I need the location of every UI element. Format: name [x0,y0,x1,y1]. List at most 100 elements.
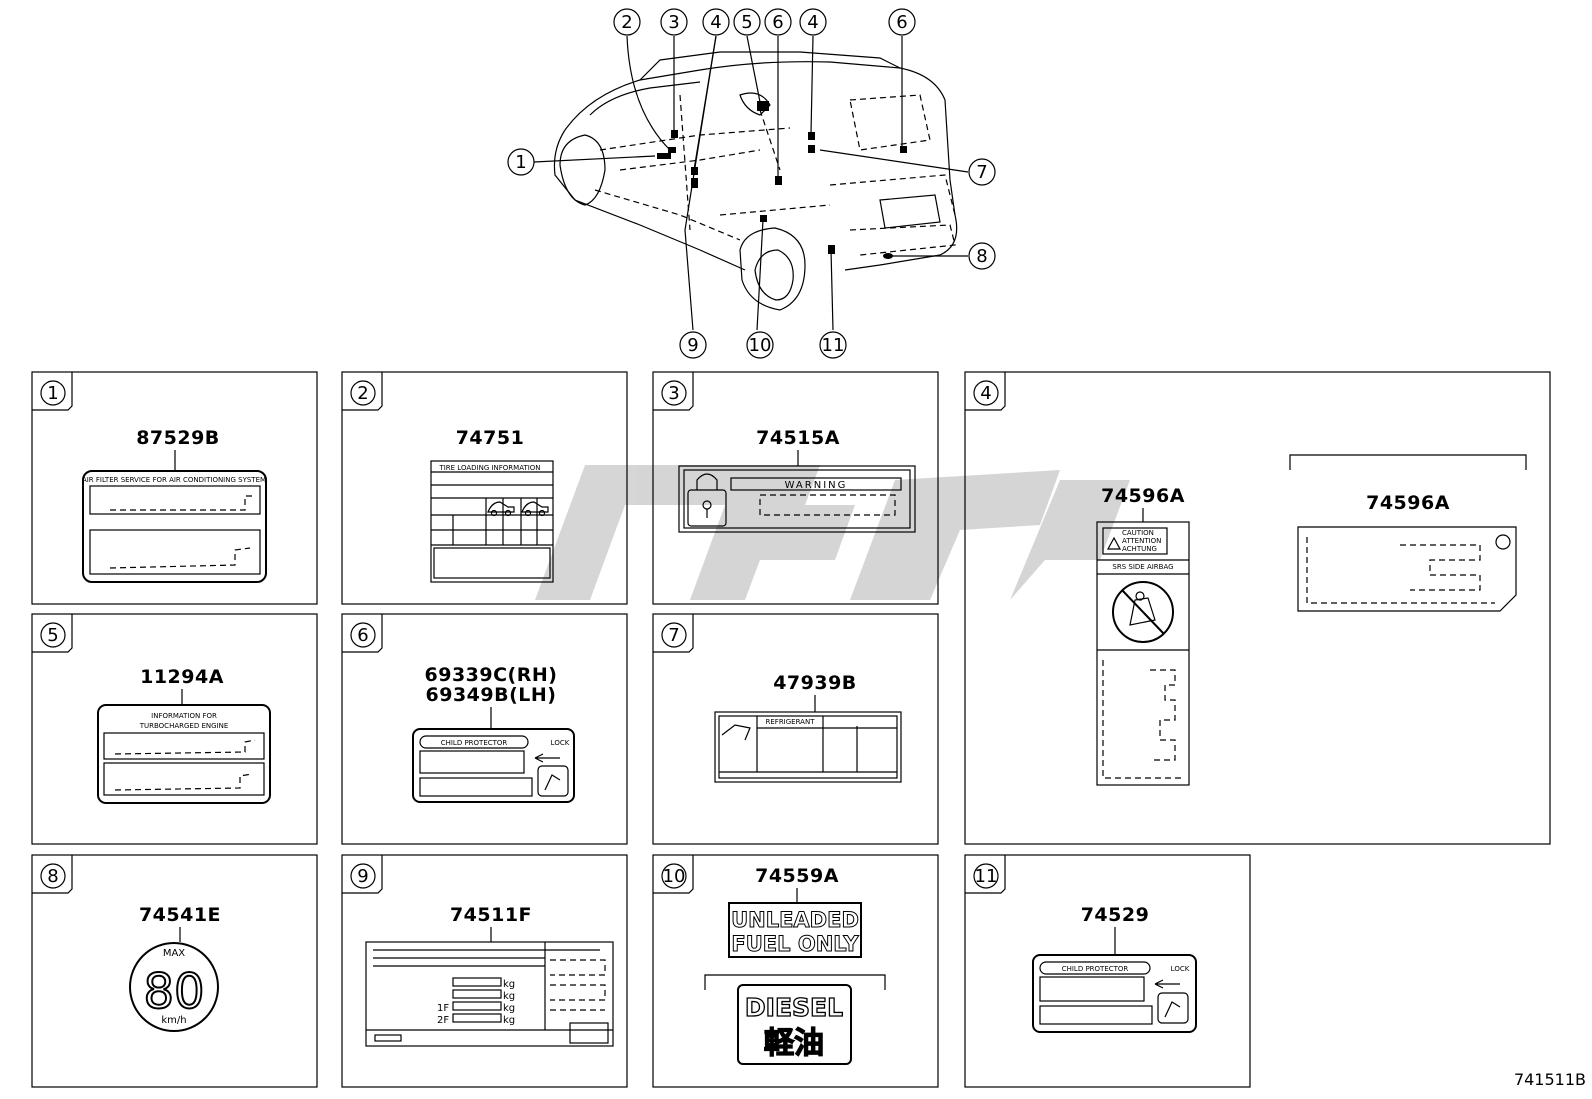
panel-11: 11 74529 CHILD PROTECTOR LOCK [964,854,1251,1088]
panel-number: 10 [663,866,686,887]
panel-7: 7 47939B REFRIGERANT [652,613,939,845]
panel-1: 1 87529B AIR FILTER SERVICE FOR AIR COND… [31,371,318,605]
panel-number: 6 [357,625,368,646]
panel-number: 8 [47,866,58,887]
callout-5: 5 [733,8,761,36]
callout-4b: 4 [799,8,827,36]
label-vehicle-weight: kg kg kg kg 1F 2F [365,941,614,1047]
label-refrigerant: REFRIGERANT [714,711,902,783]
label-unleaded-fuel: UNLEADED FUEL ONLY [728,902,862,958]
svg-text:軽油: 軽油 [764,1026,824,1061]
callout-10: 10 [746,331,774,359]
callout-label: 4 [807,12,818,33]
callout-label: 3 [668,12,679,33]
panel-number: 1 [47,383,58,404]
callout-label: 5 [741,12,752,33]
callout-label: 2 [621,12,632,33]
callout-label: 6 [772,12,783,33]
panel-8: 8 74541E MAX 80 km/h [31,854,318,1088]
svg-text:CHILD PROTECTOR: CHILD PROTECTOR [1062,965,1129,973]
svg-text:LOCK: LOCK [551,739,570,747]
panel-4: 4 74596A CAUTION ATTENTION ACHTUNG SRS S… [964,371,1551,845]
callout-label: 4 [710,12,721,33]
panel-number: 5 [47,625,58,646]
svg-text:WARNING: WARNING [785,480,848,491]
panel-6: 6 69339C(RH) 69349B(LH) CHILD PROTECTOR … [341,613,628,845]
callout-8: 8 [968,242,996,270]
panel-2: 2 74751 TIRE LOADING INFORMATION [341,371,628,605]
svg-text:REFRIGERANT: REFRIGERANT [766,718,816,726]
callout-label: 10 [749,335,772,356]
callout-2: 2 [613,8,641,36]
svg-text:kg: kg [503,1015,515,1026]
svg-text:2F: 2F [437,1015,449,1026]
part-number: 74596A [1101,485,1185,507]
panel-number: 3 [668,383,679,404]
callout-11: 11 [819,331,847,359]
callout-label: 8 [976,246,987,267]
svg-text:AIR FILTER SERVICE FOR AIR CON: AIR FILTER SERVICE FOR AIR CONDITIONING … [82,476,266,484]
label-diesel: DIESEL 軽油 [737,984,852,1065]
svg-text:LOCK: LOCK [1171,965,1190,973]
part-number: 69339C(RH) [425,664,558,686]
svg-text:kg: kg [503,1003,515,1014]
svg-text:DIESEL: DIESEL [745,993,843,1022]
panel-number: 7 [668,625,679,646]
panel-number: 11 [975,866,998,887]
svg-text:km/h: km/h [161,1015,186,1026]
svg-text:UNLEADED: UNLEADED [731,908,859,932]
callout-9: 9 [679,331,707,359]
svg-text:ATTENTION: ATTENTION [1122,537,1161,545]
label-child-protector: CHILD PROTECTOR LOCK [412,728,575,803]
label-max-speed: MAX 80 km/h [129,942,219,1032]
svg-text:FUEL ONLY: FUEL ONLY [731,932,859,956]
panel-10: 10 74559A UNLEADED FUEL ONLY DIESEL 軽油 [652,854,939,1088]
svg-text:1F: 1F [437,1003,449,1014]
part-number: 47939B [773,672,857,694]
callout-label: 7 [976,162,987,183]
svg-text:TIRE LOADING INFORMATION: TIRE LOADING INFORMATION [438,464,540,472]
svg-text:TURBOCHARGED ENGINE: TURBOCHARGED ENGINE [139,722,229,730]
diagram-reference-number: 741511B [1513,1070,1586,1089]
part-number: 74751 [456,427,525,449]
callout-label: 11 [822,335,845,356]
watermark-logo [535,465,1130,600]
label-turbo: INFORMATION FOR TURBOCHARGED ENGINE [97,704,271,804]
part-number: 11294A [140,666,224,688]
label-tire-info: TIRE LOADING INFORMATION [430,460,554,583]
callout-7: 7 [968,158,996,186]
part-number: 69349B(LH) [426,684,557,706]
label-warning: WARNING [678,465,916,533]
panel-5: 5 11294A INFORMATION FOR TURBOCHARGED EN… [31,613,318,845]
svg-text:CAUTION: CAUTION [1122,529,1154,537]
svg-text:kg: kg [503,979,515,990]
panel-number: 2 [357,383,368,404]
svg-text:80: 80 [143,964,204,1020]
panel-number: 9 [357,866,368,887]
callout-3: 3 [660,8,688,36]
label-air-filter: AIR FILTER SERVICE FOR AIR CONDITIONING … [82,470,267,583]
callout-label: 1 [515,152,526,173]
svg-text:SRS SIDE AIRBAG: SRS SIDE AIRBAG [1112,563,1173,571]
panel-3: 3 74515A WARNING [652,371,939,605]
part-number: 74529 [1081,904,1150,926]
callout-label: 6 [896,12,907,33]
callout-1: 1 [507,148,535,176]
svg-text:ACHTUNG: ACHTUNG [1122,545,1157,553]
part-number: 87529B [136,427,220,449]
vehicle-illustration [553,51,958,311]
svg-text:MAX: MAX [163,948,185,959]
callout-4a: 4 [702,8,730,36]
leader-lines [533,35,969,331]
panel-number: 4 [980,383,991,404]
panel-9: 9 74511F kg kg kg kg 1F 2F [341,854,628,1088]
label-srs-airbag: CAUTION ATTENTION ACHTUNG SRS SIDE AIRBA… [1096,521,1190,786]
callout-6a: 6 [764,8,792,36]
part-number: 74515A [756,427,840,449]
svg-text:INFORMATION FOR: INFORMATION FOR [151,712,217,720]
callout-6b: 6 [888,8,916,36]
part-number: 74559A [755,865,839,887]
part-number: 74511F [450,904,532,926]
part-number: 74596A [1366,492,1450,514]
